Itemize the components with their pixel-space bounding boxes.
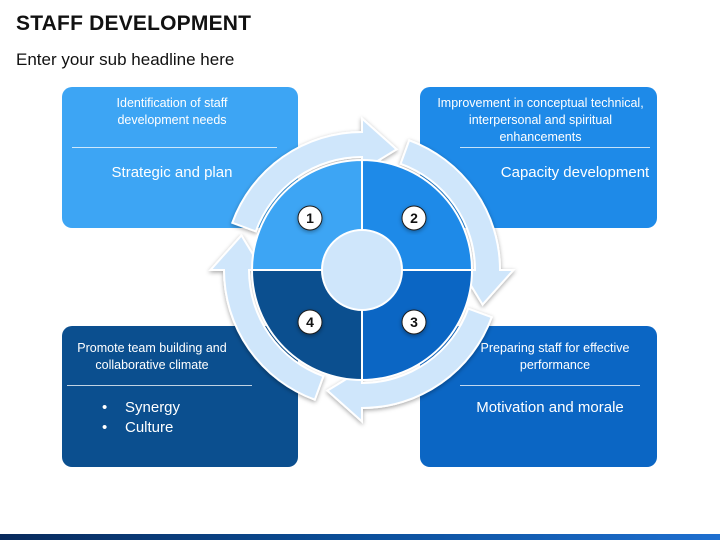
arrow-top-icon (231, 116, 399, 233)
arrow-bottom-icon (325, 307, 493, 424)
card-body-text: Capacity development (500, 164, 650, 181)
bottom-accent-bar (0, 534, 720, 540)
badge-circle (297, 205, 323, 231)
center-circle (321, 229, 403, 311)
list-item-text: Culture (125, 419, 174, 436)
list-item-text: Synergy (125, 399, 181, 416)
card-heading: Preparing staff for effective performanc… (480, 341, 630, 372)
card-bullet-list: • Synergy • Culture (102, 398, 180, 438)
card-heading: Improvement in conceptual technical, int… (437, 96, 644, 144)
badge-number: 1 (306, 210, 314, 226)
badge-circle (297, 309, 323, 335)
step-badge-1: 1 (297, 205, 323, 231)
step-badge-2: 2 (401, 205, 427, 231)
card-heading: Identification of staff development need… (116, 96, 228, 127)
badge-circle (401, 205, 427, 231)
list-item: • Synergy (102, 398, 180, 418)
slide-subtitle: Enter your sub headline here (16, 50, 235, 69)
bullet-icon: • (102, 399, 108, 416)
cycle-arrows (208, 116, 516, 424)
slide-title: STAFF DEVELOPMENT (16, 12, 252, 35)
step-badge-4: 4 (297, 309, 323, 335)
list-item: • Culture (102, 418, 180, 438)
badge-circle (401, 309, 427, 335)
step-badge-3: 3 (401, 309, 427, 335)
card-divider (67, 385, 252, 386)
arrow-right-icon (399, 139, 516, 307)
badge-number: 2 (410, 210, 418, 226)
step-badges: 1 2 3 4 (297, 205, 427, 335)
card-heading: Promote team building and collaborative … (77, 341, 227, 372)
card-body-text: Strategic and plan (111, 164, 233, 181)
badge-number: 4 (306, 314, 314, 330)
badge-number: 3 (410, 314, 418, 330)
arrow-left-icon (208, 233, 325, 401)
card-divider (460, 385, 640, 386)
bullet-icon: • (102, 419, 108, 436)
card-divider (72, 147, 277, 148)
card-divider (460, 147, 650, 148)
card-body-text: Motivation and morale (476, 399, 624, 416)
